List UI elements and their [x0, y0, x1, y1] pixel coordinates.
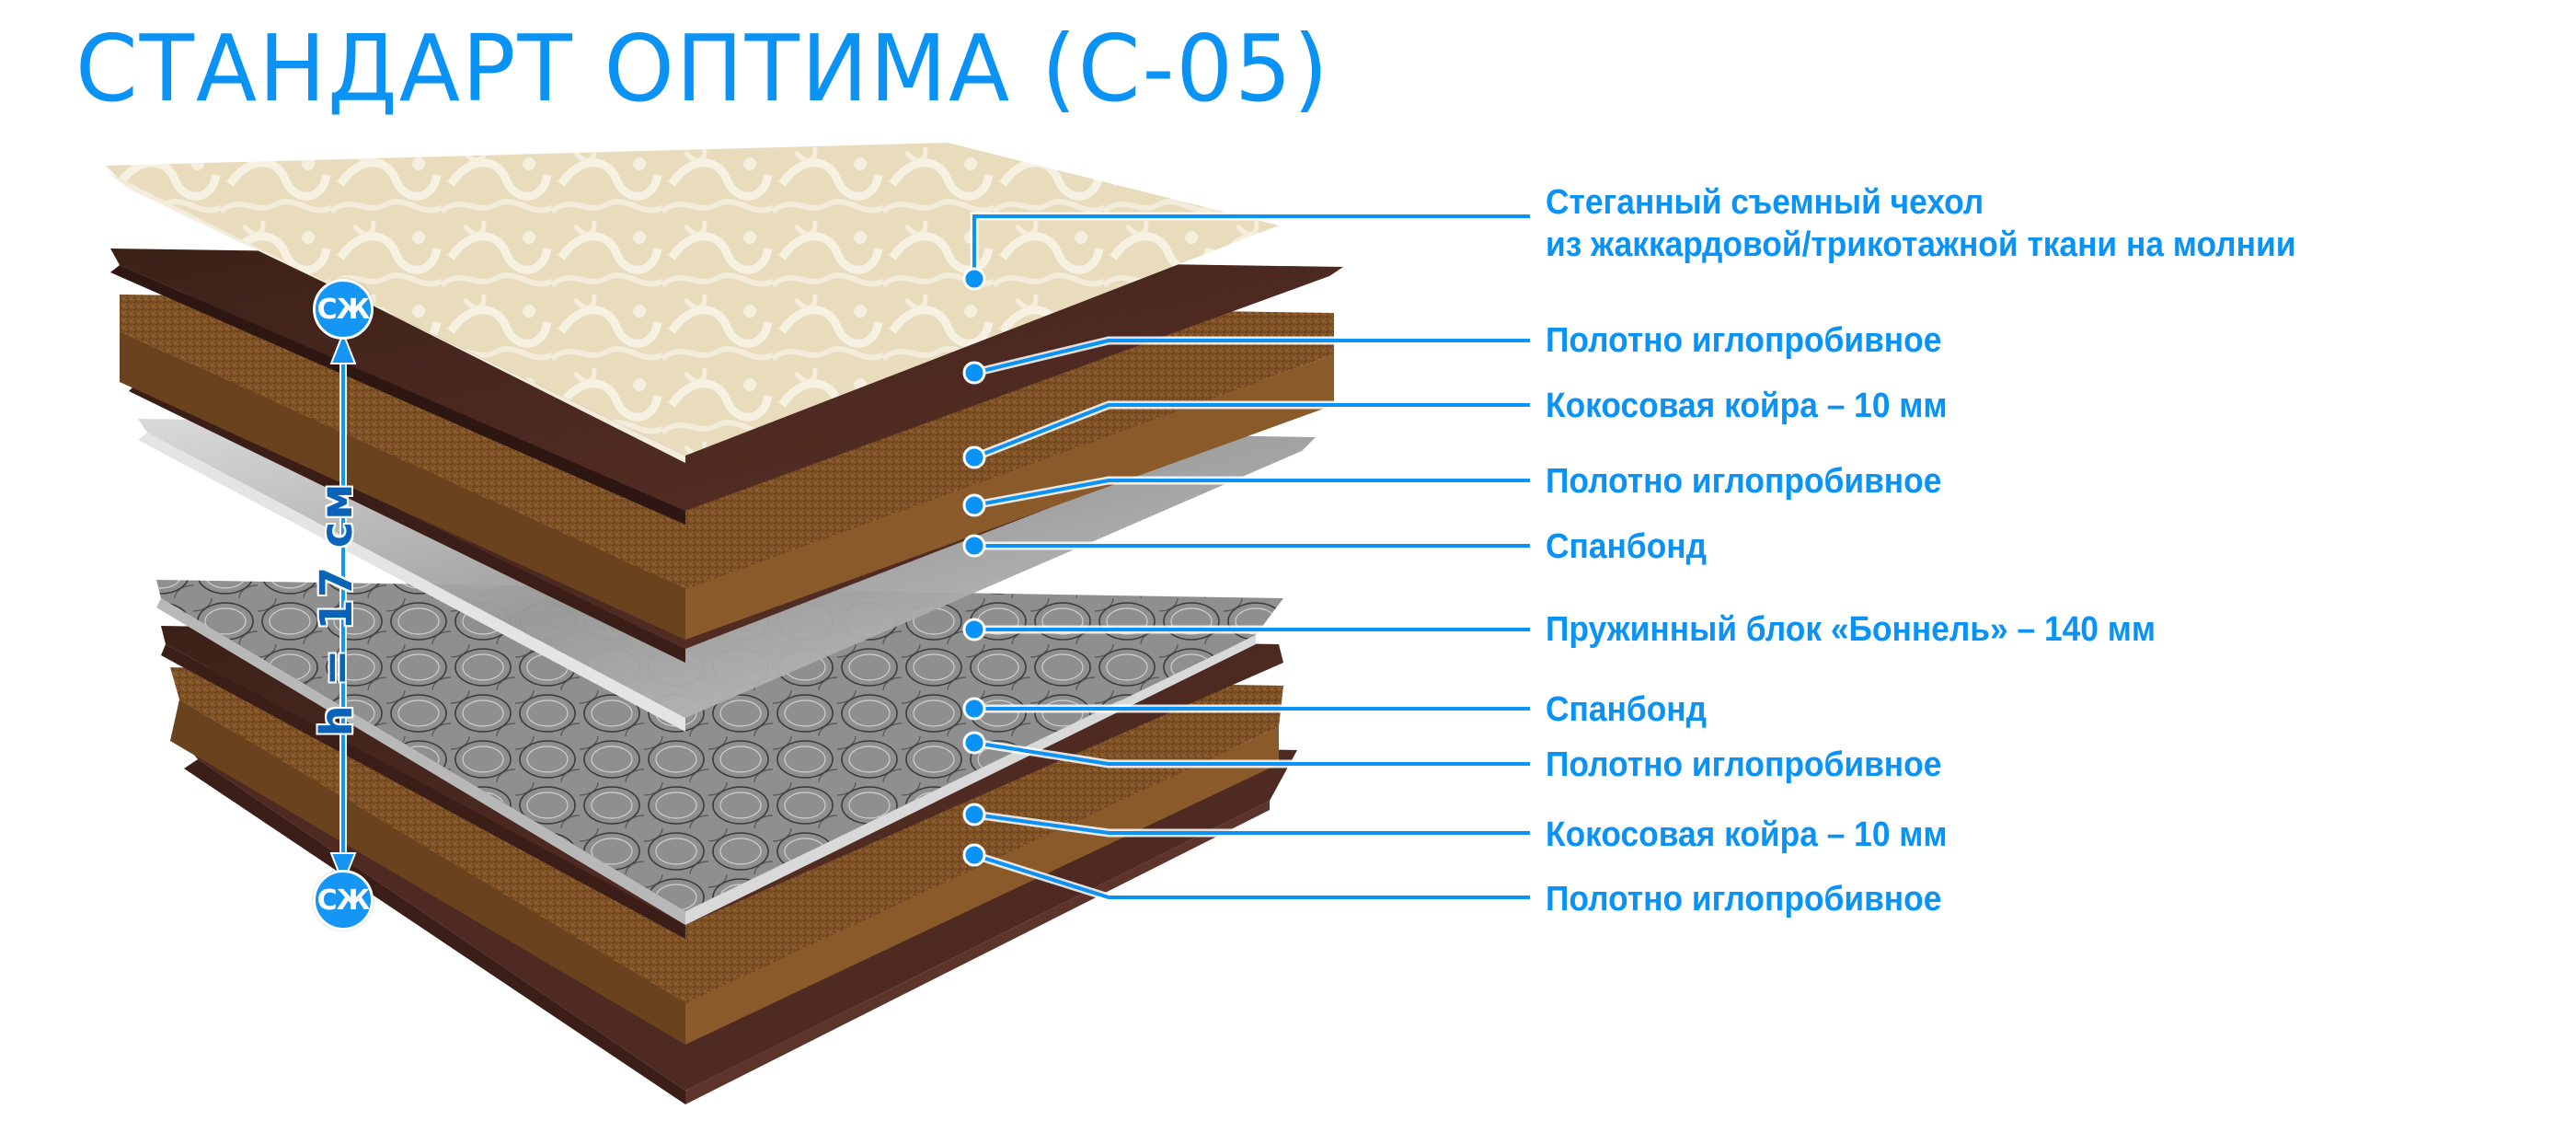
leader-line [973, 813, 1530, 835]
leader-dot [962, 361, 986, 385]
leader-dot [962, 445, 986, 469]
leader-line [973, 339, 1530, 375]
leader-dot [962, 493, 986, 517]
arrow-up-icon [329, 330, 357, 364]
leader-line [973, 741, 1530, 766]
leader-dot [962, 618, 986, 641]
label-felt-2: Полотно иглопробивное [1546, 462, 1942, 501]
leader-dot [962, 803, 986, 826]
label-spunbond-2: Спанбонд [1546, 690, 1708, 729]
leader-lines [962, 212, 1530, 902]
leader-line [972, 214, 1530, 279]
label-cover-line1: Стеганный съемный чехол [1546, 183, 1984, 222]
leader-dot [962, 697, 986, 721]
leader-line [973, 479, 1530, 507]
label-felt-1: Полотно иглопробивное [1546, 321, 1942, 360]
arrow-down-icon [329, 852, 357, 886]
layer-cover [106, 143, 1279, 463]
leader-dot [962, 267, 986, 291]
height-arrow [329, 330, 357, 886]
leader-dot [962, 843, 986, 867]
leader-line [973, 853, 1530, 899]
leader-line [973, 403, 1530, 459]
label-spunbond-1: Спанбонд [1546, 527, 1708, 566]
leader-dot [962, 731, 986, 755]
label-coir-1: Кокосовая койра – 10 мм [1546, 387, 1948, 425]
label-coir-2: Кокосовая койра – 10 мм [1546, 815, 1948, 854]
label-felt-4: Полотно иглопробивное [1546, 880, 1942, 919]
badge-bottom: СЖ [313, 870, 374, 930]
label-cover-line2: из жаккардовой/трикотажной ткани на молн… [1546, 225, 2296, 264]
height-label: h = 17 см [311, 481, 362, 737]
badge-top: СЖ [313, 279, 374, 340]
label-spring-block: Пружинный блок «Боннель» – 140 мм [1546, 610, 2156, 649]
leader-dot [962, 534, 986, 558]
label-cover: Стеганный съемный чехол из жаккардовой/т… [1546, 181, 2295, 266]
page-title: СТАНДАРТ ОПТИМА (С-05) [75, 15, 1330, 122]
label-felt-3: Полотно иглопробивное [1546, 745, 1942, 784]
